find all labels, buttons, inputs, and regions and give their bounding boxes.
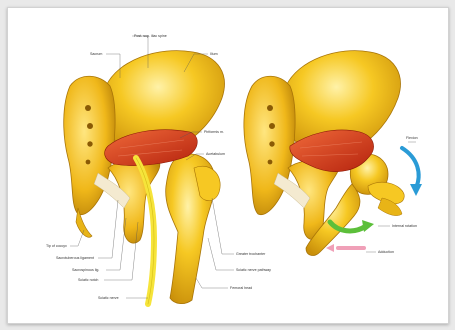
label-sacrospinous: Sacrospinous lig. <box>72 268 99 272</box>
sacral-foramen <box>267 105 273 111</box>
label-sciatic-notch: Sciatic notch <box>78 278 98 282</box>
sacral-foramen <box>86 160 91 165</box>
label-tip-coccyx: Tip of coccyx <box>46 244 67 248</box>
right-sacrum <box>244 76 295 214</box>
sacral-foramen <box>269 123 275 129</box>
left-pelvis <box>64 51 225 304</box>
label-adduction: Adduction <box>378 250 394 254</box>
label-piriformis: Piriformis m. <box>204 130 224 134</box>
label-sciatic-pathway: Sciatic nerve pathway <box>236 268 271 272</box>
flexion-arrow <box>402 148 419 188</box>
figure-card: Sacrum Post. sup. iliac spine Ilium Piri… <box>7 7 449 324</box>
label-sacrum: Sacrum <box>90 52 102 56</box>
sacral-foramen <box>87 123 93 129</box>
sacral-foramen <box>269 141 274 146</box>
label-ilium: Ilium <box>210 52 218 56</box>
label-sciatic-nerve: Sciatic nerve <box>98 296 119 300</box>
label-acetabulum: Acetabulum <box>206 152 225 156</box>
label-femur-head: Femoral head <box>230 286 252 290</box>
label-flexion: Flexion <box>406 136 418 140</box>
label-iliac-crest: Post. sup. iliac spine <box>134 34 167 38</box>
sacral-foramen <box>85 105 91 111</box>
label-sacrotuberous: Sacrotuberous ligament <box>56 256 94 260</box>
pelvis-illustration <box>8 8 448 323</box>
label-greater-trochanter: Greater trochanter <box>236 252 265 256</box>
sacral-foramen <box>268 160 273 165</box>
sacral-foramen <box>87 141 92 146</box>
label-internal-rotation: Internal rotation <box>392 224 417 228</box>
